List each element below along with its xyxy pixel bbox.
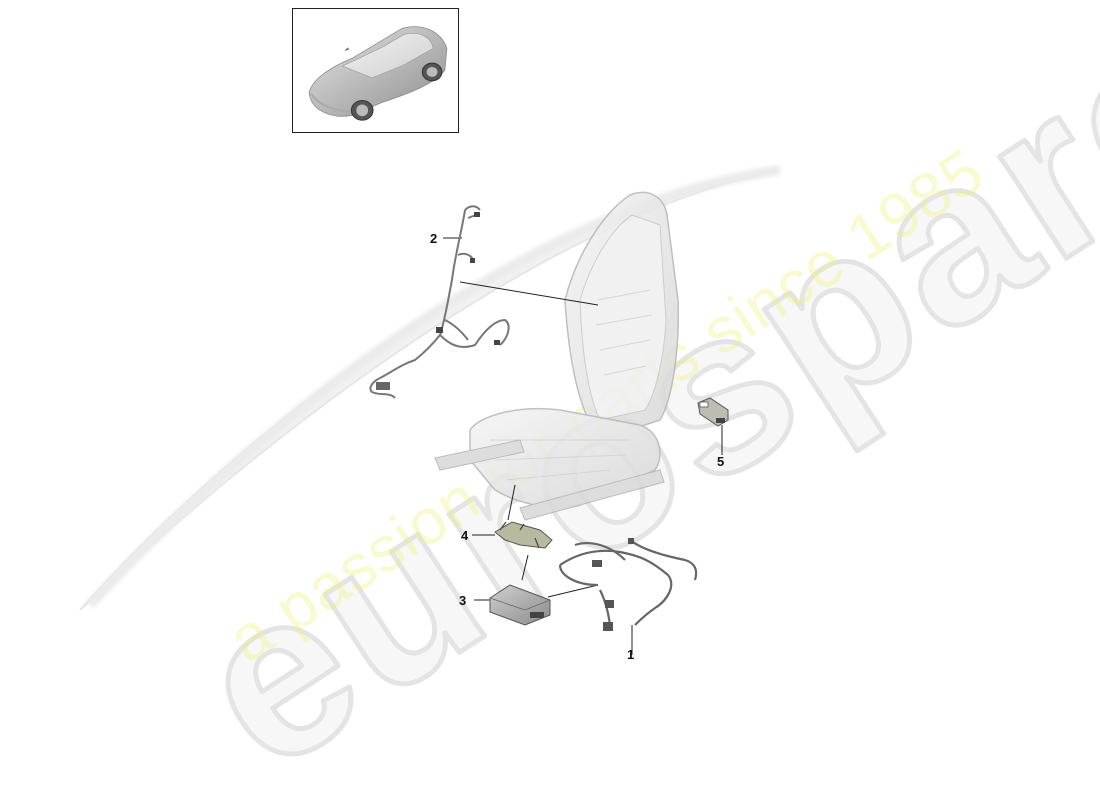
connector-icon [470,258,475,263]
connector-icon [605,600,614,608]
callout-1[interactable]: 1 [627,647,635,662]
connector-icon [376,382,390,390]
callout-5[interactable]: 5 [717,454,725,469]
leader-lines [443,237,723,655]
part-2-harness[interactable] [369,205,510,399]
connector-icon [592,560,602,567]
seat-frame [434,191,680,521]
connector-icon [628,538,634,544]
part-5-switch-module[interactable] [697,397,729,427]
part-3-control-unit[interactable] [489,584,551,626]
connector-icon [474,212,480,217]
part-1-harness[interactable] [558,539,698,626]
vehicle-thumbnail[interactable] [292,8,459,133]
connector-icon [603,622,613,631]
connector-icon [494,340,500,345]
car-icon [308,26,448,121]
part-4-bracket[interactable] [494,521,553,549]
callout-2[interactable]: 2 [430,231,438,246]
callout-4[interactable]: 4 [461,528,469,543]
callout-3[interactable]: 3 [459,593,467,608]
connector-icon [436,327,443,333]
